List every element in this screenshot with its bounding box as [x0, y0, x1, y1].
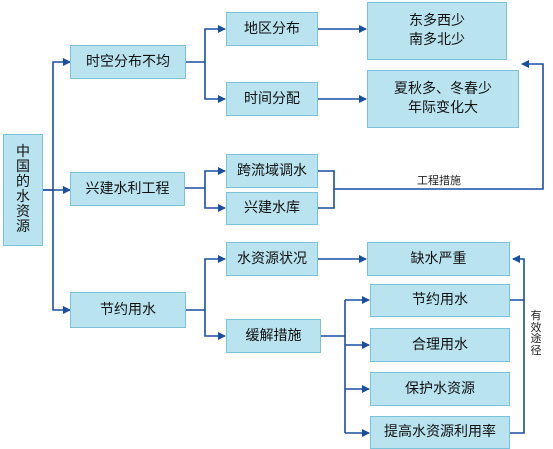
node-time-space-uneven: 时空分布不均 [70, 45, 186, 79]
root-char: 中 [16, 143, 30, 160]
label-char: 途 [530, 332, 542, 346]
root-to-time-space-arrow [43, 58, 71, 191]
label-char: 有 [530, 309, 542, 322]
node-build-reservoir: 兴建水库 [226, 192, 318, 225]
node-label: 保护水资源 [405, 380, 475, 397]
node-label-line: 年际变化大 [408, 100, 478, 116]
node-label-line: 夏秋多、冬春少 [394, 81, 492, 98]
effective-pathways-label: 有 效 途 径 [530, 310, 542, 356]
root-char: 的 [16, 173, 30, 190]
node-temporal-description: 夏秋多、冬春少 年际变化大 [367, 70, 519, 128]
save-water-to-measures-arrow [204, 310, 226, 340]
label-char: 效 [530, 320, 542, 334]
node-protect-water: 保护水资源 [370, 372, 510, 406]
node-save-water: 节约用水 [70, 292, 186, 328]
node-label: 兴建水利工程 [85, 180, 170, 197]
projects-to-reservoir-arrow [204, 188, 226, 212]
node-label: 节约用水 [100, 301, 156, 318]
time-space-to-temporal-arrow [204, 62, 226, 103]
node-label: 缺水严重 [410, 250, 467, 267]
node-label: 合理用水 [412, 336, 468, 353]
projects-to-cross-basin-arrow [185, 167, 226, 189]
engineering-measures-line [318, 60, 544, 190]
label-char: 径 [530, 343, 542, 357]
node-label: 兴建水库 [244, 200, 300, 217]
root-node-china-water-resources: 中 国 的 水 资 源 [3, 134, 43, 246]
node-water-status: 水资源状况 [226, 242, 318, 276]
node-label: 节约用水 [412, 292, 468, 309]
node-regional-description: 东多西少 南多北少 [367, 2, 507, 60]
root-char: 水 [16, 189, 30, 205]
node-save-water-option: 节约用水 [370, 284, 510, 317]
node-label: 地区分布 [244, 20, 300, 37]
time-space-to-regional-arrow [186, 25, 226, 63]
node-regional-distribution: 地区分布 [226, 12, 318, 46]
root-char: 国 [16, 158, 30, 175]
node-label: 跨流域调水 [237, 162, 307, 179]
node-water-projects: 兴建水利工程 [70, 172, 185, 206]
node-label: 时空分布不均 [86, 53, 170, 70]
root-to-save-water-arrow [52, 190, 71, 314]
node-label-line: 南多北少 [409, 32, 465, 48]
node-label: 水资源状况 [237, 250, 307, 267]
node-label: 提高水资源利用率 [384, 424, 496, 441]
node-cross-basin-transfer: 跨流域调水 [226, 154, 318, 188]
root-char: 源 [16, 219, 30, 236]
node-label-line: 东多西少 [409, 13, 465, 30]
node-temporal-distribution: 时间分配 [226, 82, 318, 116]
node-label: 时间分配 [244, 90, 300, 107]
engineering-measures-label: 工程措施 [417, 174, 461, 187]
effective-pathways-bracket [510, 299, 525, 434]
root-char: 资 [16, 204, 30, 221]
node-mitigation-measures: 缓解措施 [226, 319, 321, 353]
save-water-to-status-arrow [186, 255, 226, 311]
node-label: 缓解措施 [245, 327, 302, 344]
node-rational-use: 合理用水 [370, 328, 510, 362]
node-improve-efficiency: 提高水资源利用率 [370, 416, 510, 449]
node-water-shortage: 缺水严重 [367, 242, 510, 276]
